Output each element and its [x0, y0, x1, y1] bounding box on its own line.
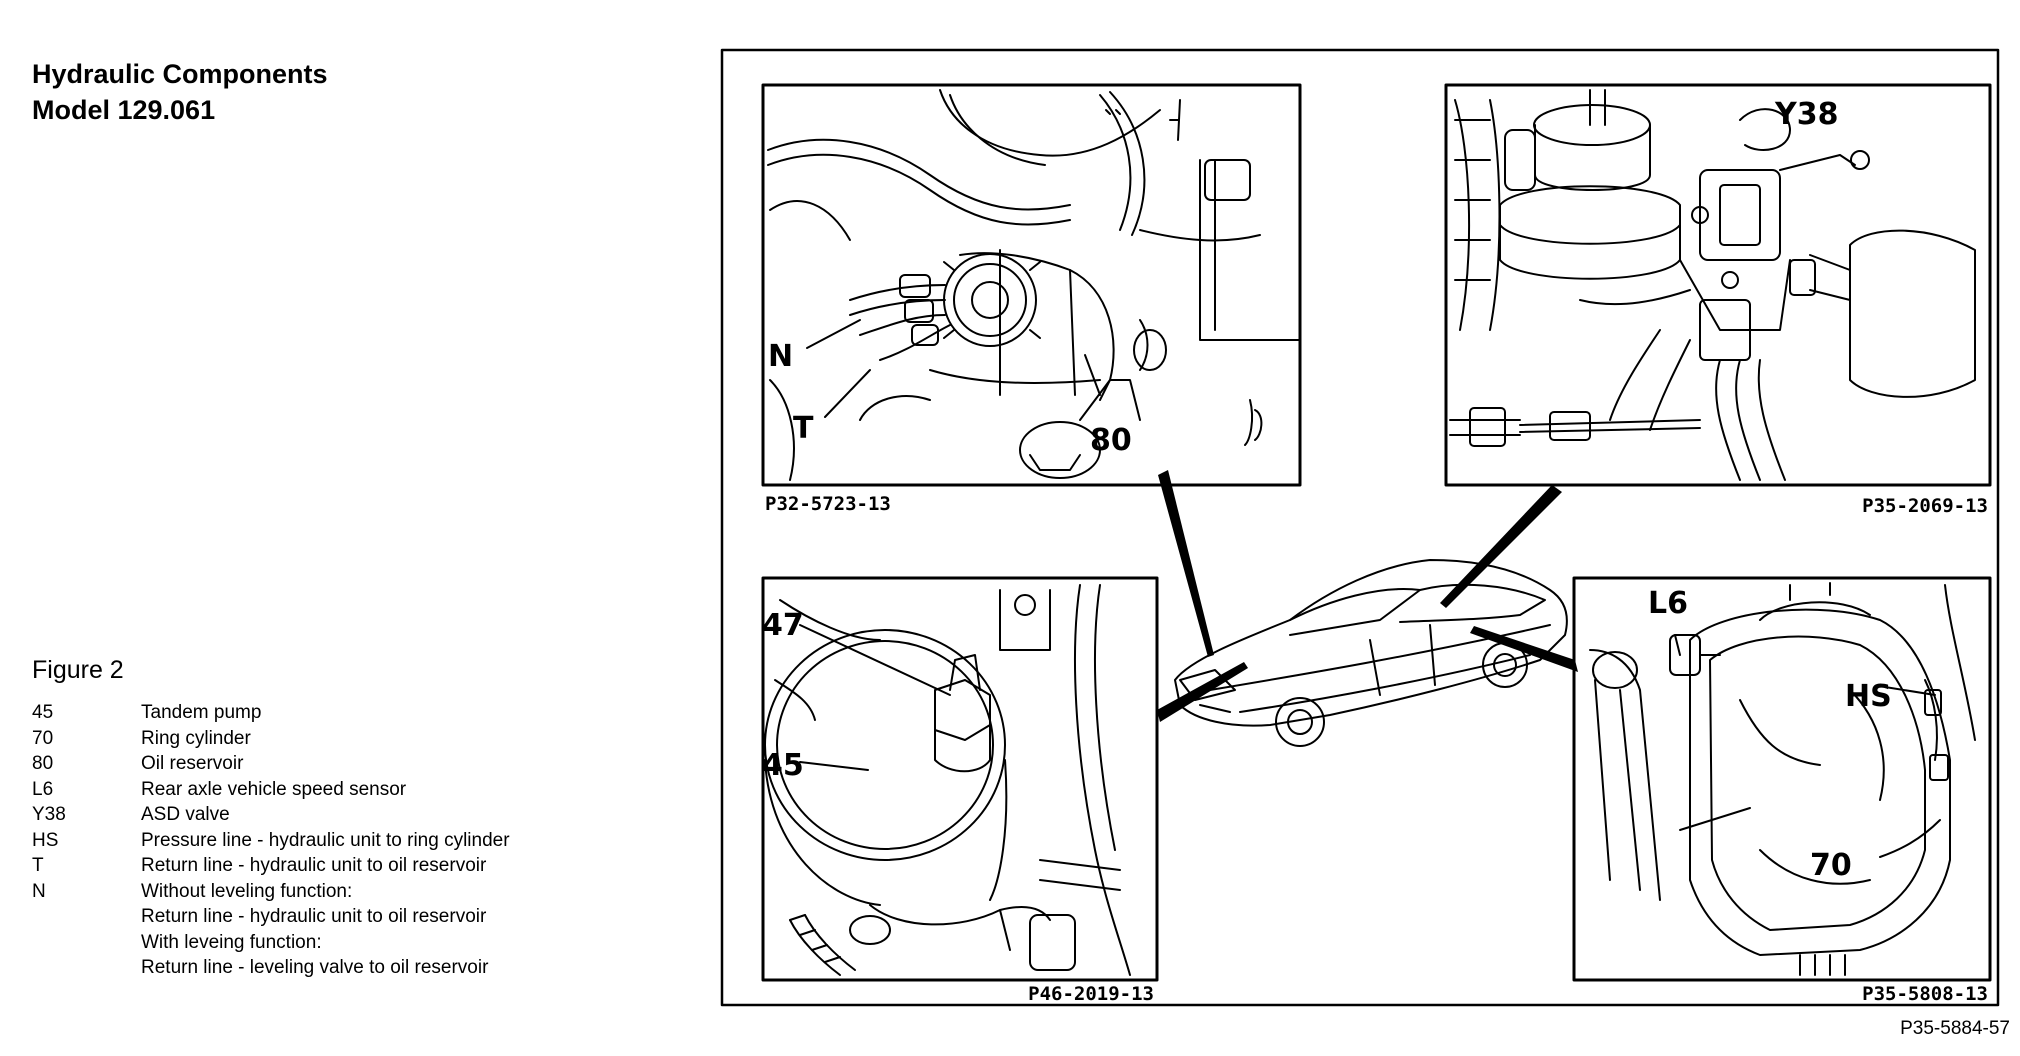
callout-n: N	[768, 339, 793, 374]
legend-row: 70 Ring cylinder	[32, 726, 510, 752]
legend-code: T	[32, 855, 44, 876]
legend-desc: Rear axle vehicle speed sensor	[141, 778, 407, 800]
legend-desc: Ring cylinder	[141, 727, 251, 749]
panel-top-right	[1444, 83, 1992, 487]
pointer-bottom-left	[1157, 662, 1248, 722]
callout-45: 45	[762, 748, 804, 783]
pointer-top-left	[1158, 470, 1214, 657]
callout-47: 47	[762, 608, 804, 643]
legend-code: 80	[32, 753, 54, 774]
panel-frame	[1572, 576, 1992, 982]
callout-70: 70	[1810, 848, 1852, 883]
callout-80: 80	[1090, 423, 1132, 458]
legend-continuation: Return line - leveling valve to oil rese…	[141, 957, 489, 978]
panel-bottom-left	[761, 576, 1159, 982]
panel-code-top-left: P32-5723-13	[765, 493, 891, 515]
pointer-bottom-right	[1470, 626, 1578, 672]
legend-desc: ASD valve	[141, 804, 230, 825]
legend: 45 Tandem pump 70 Ring cylinder 80 Oil r…	[32, 700, 510, 981]
figure-reference: P35-5884-57	[1900, 1018, 2010, 1039]
callout-y38: Y38	[1774, 97, 1838, 132]
panel-bottom-right	[1572, 576, 1992, 982]
legend-code: 70	[32, 727, 54, 749]
legend-row: Y38 ASD valve	[32, 802, 510, 828]
panel-code-bottom-left: P46-2019-13	[1028, 983, 1154, 1005]
callout-l6: L6	[1648, 586, 1688, 621]
panel-frame	[761, 83, 1302, 487]
legend-code: 45	[32, 702, 54, 723]
panel-frame	[1444, 83, 1992, 487]
legend-desc: Tandem pump	[141, 702, 262, 723]
legend-desc: Pressure line - hydraulic unit to ring c…	[141, 829, 510, 851]
legend-row: T Return line - hydraulic unit to oil re…	[32, 853, 510, 879]
title-line-1: Hydraulic Components	[32, 59, 328, 89]
legend-desc: Return line - hydraulic unit to oil rese…	[141, 855, 487, 876]
legend-row: N Without leveling function:	[32, 879, 510, 905]
legend-code: N	[32, 880, 46, 902]
legend-code: Y38	[32, 804, 66, 825]
legend-code: HS	[32, 829, 59, 851]
page-title: Hydraulic Components Model 129.061	[32, 56, 328, 128]
legend-continuation: With leveing function:	[141, 931, 322, 953]
legend-code: L6	[32, 778, 54, 800]
callout-hs: HS	[1845, 679, 1892, 714]
panel-top-left	[761, 83, 1302, 487]
outer-frame	[720, 48, 2000, 1007]
legend-desc: Without leveling function:	[141, 880, 353, 902]
legend-continuation: Return line - hydraulic unit to oil rese…	[141, 906, 487, 927]
car-illustration	[1174, 559, 1568, 747]
pointer-wedges	[1157, 470, 1578, 722]
panel-code-top-right: P35-2069-13	[1862, 495, 1988, 517]
legend-desc: Oil reservoir	[141, 753, 244, 774]
panel-frame	[761, 576, 1159, 982]
figure-label: Figure 2	[32, 656, 124, 684]
callout-t: T	[793, 411, 814, 446]
pointer-top-right	[1440, 485, 1562, 608]
legend-row: 45 Tandem pump	[32, 700, 510, 726]
legend-row: L6 Rear axle vehicle speed sensor	[32, 777, 510, 803]
title-line-2: Model 129.061	[32, 95, 216, 125]
panel-code-bottom-right: P35-5808-13	[1862, 983, 1988, 1005]
legend-row: HS Pressure line - hydraulic unit to rin…	[32, 828, 510, 854]
legend-row: 80 Oil reservoir	[32, 751, 510, 777]
